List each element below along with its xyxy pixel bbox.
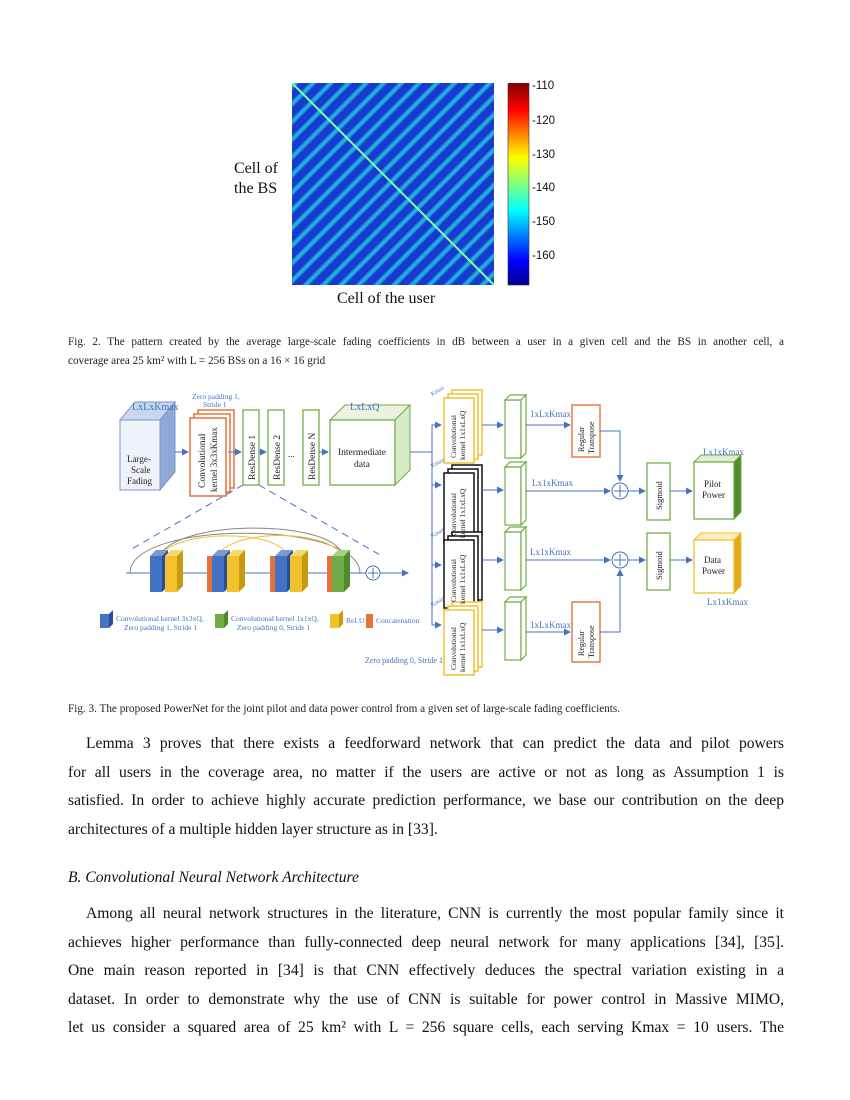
input-label-2: Scale bbox=[131, 465, 151, 475]
branch-outputs bbox=[503, 393, 528, 662]
para1-line: Lemma 3 proves that there exists a feedf… bbox=[86, 735, 784, 752]
branch1-kernel bbox=[443, 389, 483, 464]
para1-line: architectures of a multiple hidden layer… bbox=[68, 820, 438, 838]
merge-arrows bbox=[526, 421, 693, 636]
branch1-dim: 1xLxKmax bbox=[530, 409, 571, 419]
sigmoid-bottom-label: Sigmoid bbox=[654, 550, 664, 580]
sigmoid-top bbox=[646, 462, 671, 521]
heatmap-diagonal bbox=[292, 83, 495, 286]
conv3x3-block bbox=[189, 409, 235, 497]
colorbar-tick: -110 bbox=[532, 80, 555, 92]
data-label-1: Data bbox=[704, 555, 721, 565]
colorbar bbox=[507, 83, 530, 286]
legend-swatches bbox=[100, 610, 373, 628]
kernel1-label-2: kernel 1x1xLxQ bbox=[458, 410, 467, 460]
data-dim: Lx1xKmax bbox=[707, 597, 748, 607]
kernel4-label-1: Convolutional bbox=[449, 627, 458, 670]
fig2-caption-line1: Fig. 2. The pattern created by the avera… bbox=[68, 336, 784, 348]
inter-label-1: Intermediate bbox=[338, 448, 386, 458]
legend-conv3-1: Convolutional kernel 3x3xQ, bbox=[116, 614, 204, 623]
paragraph-1: Lemma 3 proves that there exists a feedf… bbox=[68, 730, 784, 844]
input-dim-label: LxLxKmax bbox=[132, 402, 179, 413]
kmax-label-1: Kmax bbox=[430, 385, 446, 398]
legend-concat: Concatenation bbox=[376, 616, 420, 625]
branch-lines bbox=[410, 421, 442, 629]
reg-transpose-bottom bbox=[571, 601, 601, 663]
fig2-ylabel-line2: the BS bbox=[234, 180, 278, 197]
pilot-dim: Lx1xKmax bbox=[703, 447, 744, 457]
legend-conv1-2: Zero padding 0, Stride 1 bbox=[237, 623, 310, 632]
para2-line: Among all neural network structures in t… bbox=[86, 905, 784, 922]
transpose-bottom-2: Transpose bbox=[587, 625, 596, 658]
fig2-ylabel: Cell of the BS bbox=[234, 159, 278, 199]
resdense-n: ResDense N bbox=[308, 433, 318, 480]
kernel-to-output-arrows bbox=[482, 421, 504, 634]
colorbar-tick: -160 bbox=[532, 250, 556, 262]
zero-pad-top-2: Stride 1 bbox=[203, 400, 227, 409]
input-label-1: Large- bbox=[127, 454, 151, 464]
zero-pad-bottom: Zero padding 0, Stride 1 bbox=[365, 656, 443, 665]
section-heading: B. Convolutional Neural Network Architec… bbox=[68, 869, 359, 886]
legend-conv3-2: Zero padding 1, Stride 1 bbox=[124, 623, 197, 632]
input-cube bbox=[118, 400, 177, 492]
branch2-kernel bbox=[443, 464, 483, 544]
branch2-dim: Lx1xKmax bbox=[532, 478, 573, 488]
fig3-diagram: LxLxKmax Zero padding 1, Stride 1 LxLxQ … bbox=[100, 385, 748, 676]
inter-dim-label: LxLxQ bbox=[350, 402, 380, 413]
branch4-kernel bbox=[443, 601, 483, 676]
sigmoid-top-label: Sigmoid bbox=[654, 480, 664, 510]
kernel2-label-2: kernel 1x1xLxQ bbox=[458, 488, 467, 538]
legend-conv1-1: Convolutional kernel 1x1xQ, bbox=[231, 614, 319, 623]
input-label-3: Fading bbox=[127, 476, 153, 486]
fig2-xlabel: Cell of the user bbox=[337, 290, 436, 307]
colorbar-tick: -140 bbox=[532, 182, 556, 194]
resdense-detail bbox=[126, 527, 409, 592]
colorbar-tick: -150 bbox=[532, 216, 556, 228]
conv-label-1: Convolutional bbox=[198, 433, 208, 488]
resdense-blocks bbox=[242, 409, 320, 486]
fig3-caption: Fig. 3. The proposed PowerNet for the jo… bbox=[68, 703, 621, 715]
pilot-label-2: Power bbox=[702, 490, 725, 500]
intermediate-cube bbox=[328, 403, 412, 487]
para2-line: dataset. In order to demonstrate why the… bbox=[68, 990, 784, 1008]
branch3-kernel bbox=[443, 531, 483, 609]
para1-line: for all users in the coverage area, no m… bbox=[68, 763, 784, 781]
resdense-1: ResDense 1 bbox=[248, 435, 258, 480]
data-label-2: Power bbox=[702, 566, 725, 576]
para2-line: achieves higher performance than fully-c… bbox=[68, 933, 784, 951]
fig2-ylabel-line1: Cell of bbox=[234, 160, 278, 177]
zoom-lines bbox=[129, 484, 381, 556]
kernel2-label-1: Convolutional bbox=[449, 493, 458, 536]
fig2-caption: Fig. 2. The pattern created by the avera… bbox=[68, 333, 784, 371]
transpose-bottom-1: Regular bbox=[577, 630, 586, 656]
fig2-caption-line2: coverage area 25 km² with L = 256 BSs on… bbox=[68, 355, 326, 367]
conv-label-2: kernel 3x3xKmax bbox=[209, 427, 219, 492]
resdense-2: ResDense 2 bbox=[273, 435, 283, 480]
kernel1-label-1: Convolutional bbox=[449, 415, 458, 458]
pilot-label-1: Pilot bbox=[704, 479, 722, 489]
fig2-heatmap bbox=[292, 83, 530, 286]
transpose-top-1: Regular bbox=[577, 426, 586, 452]
transpose-top-2: Transpose bbox=[587, 421, 596, 454]
kernel3-label-2: kernel 1x1xLxQ bbox=[458, 554, 467, 604]
resdense-ellipsis: ... bbox=[288, 449, 295, 459]
branch4-dim: 1xLxKmax bbox=[530, 620, 571, 630]
colorbar-tick: -120 bbox=[532, 115, 556, 127]
kernel4-label-2: kernel 1x1xLxQ bbox=[458, 622, 467, 672]
paragraph-2: Among all neural network structures in t… bbox=[68, 900, 784, 1043]
sigmoid-bottom bbox=[646, 532, 671, 591]
zero-pad-top-1: Zero padding 1, bbox=[192, 392, 240, 401]
pilot-power-cube bbox=[692, 453, 743, 521]
branch3-dim: Lx1xKmax bbox=[530, 547, 571, 557]
legend-relu: ReLU bbox=[346, 616, 365, 625]
para1-line: satisfied. In order to achieve highly ac… bbox=[68, 792, 784, 810]
colorbar-tick: -130 bbox=[532, 149, 556, 161]
data-power-cube bbox=[692, 531, 743, 595]
kernel3-label-1: Convolutional bbox=[449, 559, 458, 602]
para2-line: let us consider a squared area of 25 km²… bbox=[68, 1019, 784, 1037]
para2-line: One main reason reported in [34] is that… bbox=[68, 962, 784, 980]
inter-label-2: data bbox=[354, 460, 371, 470]
plus-circles bbox=[611, 482, 629, 569]
